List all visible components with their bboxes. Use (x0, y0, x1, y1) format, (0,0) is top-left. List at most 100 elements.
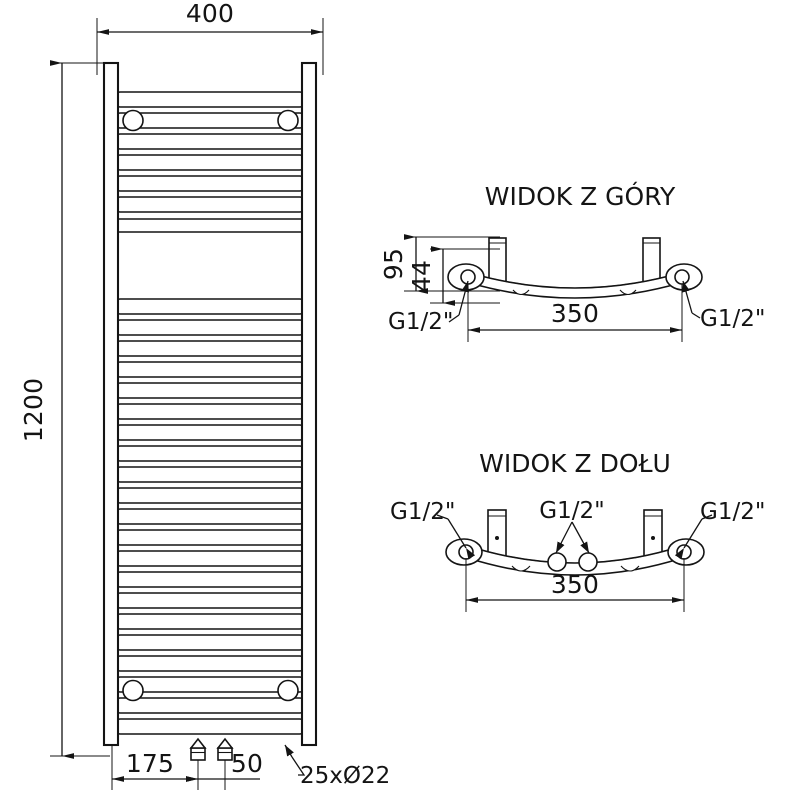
dimension-bottom-group: 175 50 (111, 745, 263, 790)
front-view-rungs (112, 91, 308, 735)
connector-right-bore (674, 269, 690, 285)
manifold-foot-right (619, 289, 637, 296)
rung (112, 445, 308, 462)
rung (112, 175, 308, 192)
callout-arrow-head (284, 744, 294, 758)
dimension-height-1200: 1200 (19, 60, 110, 759)
rung (112, 697, 308, 714)
left-manifold (102, 61, 120, 747)
riser-right (642, 237, 661, 285)
callout-bottom-left-leader (447, 518, 476, 560)
rung (112, 340, 308, 357)
end-connector-right (665, 263, 703, 291)
rung (112, 403, 308, 420)
dimension-bottom-350: 350 (465, 558, 685, 612)
rung (112, 571, 308, 588)
bracket-hole-lower-left (122, 679, 144, 702)
dimension-top-350: 350 (467, 284, 683, 342)
dimension-width-400: 400 (96, 0, 324, 75)
callout-top-right-leader (682, 280, 693, 314)
manifold-foot-left (511, 565, 531, 572)
callout-bottom-left-label: G1/2" (390, 499, 455, 525)
callout-centre-leader-left (555, 521, 573, 554)
bracket-hole-upper-right (277, 109, 299, 132)
dim-label-175: 175 (126, 749, 174, 778)
dim-label-95: 95 (379, 248, 408, 280)
valve-stub-right (216, 737, 234, 761)
callout-bottom-left: G1/2" (390, 499, 476, 560)
callout-top-left-label: G1/2" (388, 309, 453, 335)
centre-outlet-right (578, 552, 598, 572)
callout-top-left-tail (448, 314, 460, 323)
callout-bottom-right: G1/2" (674, 499, 765, 560)
end-connector-right (667, 538, 705, 566)
rung (112, 592, 308, 609)
valve-body-left (190, 747, 206, 761)
rung (112, 361, 308, 378)
callout-holes: 25xØ22 (284, 744, 390, 789)
rung (112, 382, 308, 399)
dim-label-height: 1200 (19, 378, 48, 442)
rung (112, 634, 308, 651)
riser-right (643, 509, 663, 559)
rung (112, 154, 308, 171)
bottom-view-centre-outlets (547, 552, 598, 572)
riser-left (488, 237, 507, 285)
callout-leader-line (291, 756, 306, 776)
rung (112, 466, 308, 483)
rung (112, 91, 308, 108)
rung (112, 655, 308, 672)
callout-top-right-label: G1/2" (700, 306, 765, 332)
dim-label-44: 44 (407, 260, 436, 292)
side-manifolds (102, 61, 318, 747)
bottom-valve-stubs (189, 737, 234, 761)
riser-left-body (487, 509, 507, 559)
top-view-title: WIDOK Z GÓRY (485, 181, 676, 211)
bottom-view-group: WIDOK Z DOŁU (390, 449, 765, 612)
callout-top-right: G1/2" (682, 280, 765, 332)
callout-bottom-left-tail (436, 514, 449, 520)
rung (112, 298, 308, 315)
upper-bracket-pair (122, 109, 299, 132)
bracket-hole-upper-left (122, 109, 144, 132)
dim-label-50: 50 (231, 749, 263, 778)
bottom-view-title: WIDOK Z DOŁU (479, 449, 671, 478)
riser-right-body (642, 237, 661, 285)
manifold-foot-right (620, 565, 640, 572)
centre-outlet-left (547, 552, 567, 572)
callout-bottom-right-leader (674, 518, 703, 560)
rung (112, 508, 308, 525)
front-view-group: 400 1200 175 50 25xØ22 (19, 0, 390, 790)
valve-cap-right (216, 737, 234, 749)
riser-left-body (488, 237, 507, 285)
valve-body-right (217, 747, 233, 761)
rung (112, 613, 308, 630)
manifold-curve-top-edge (467, 545, 683, 564)
dimension-top-44: 44 (407, 246, 500, 306)
end-connector-left (445, 538, 483, 566)
callout-top-left-leader (458, 280, 469, 316)
towel-bar (109, 218, 311, 233)
top-view-group: WIDOK Z GÓRY (379, 181, 765, 342)
callout-top-left: G1/2" (388, 280, 469, 335)
manifold-curve-top-edge (469, 272, 681, 289)
lower-bracket-pair (122, 679, 299, 702)
callout-top-right-tail (691, 312, 701, 319)
callout-bottom-centre-label: G1/2" (539, 498, 604, 524)
callout-centre-leader-right (571, 521, 590, 554)
riser-left-centre-mark (495, 536, 499, 540)
rung (112, 319, 308, 336)
rung (112, 196, 308, 213)
rung (112, 424, 308, 441)
towel-bar-rail (109, 218, 311, 233)
callout-label-holes: 25xØ22 (300, 763, 390, 789)
dim-label-350: 350 (551, 299, 599, 328)
dim-label-350: 350 (551, 570, 599, 599)
rung (112, 529, 308, 546)
dim-label-width: 400 (186, 0, 234, 28)
callout-bottom-right-label: G1/2" (700, 499, 765, 525)
rung (112, 133, 308, 150)
riser-right-body (643, 509, 663, 559)
